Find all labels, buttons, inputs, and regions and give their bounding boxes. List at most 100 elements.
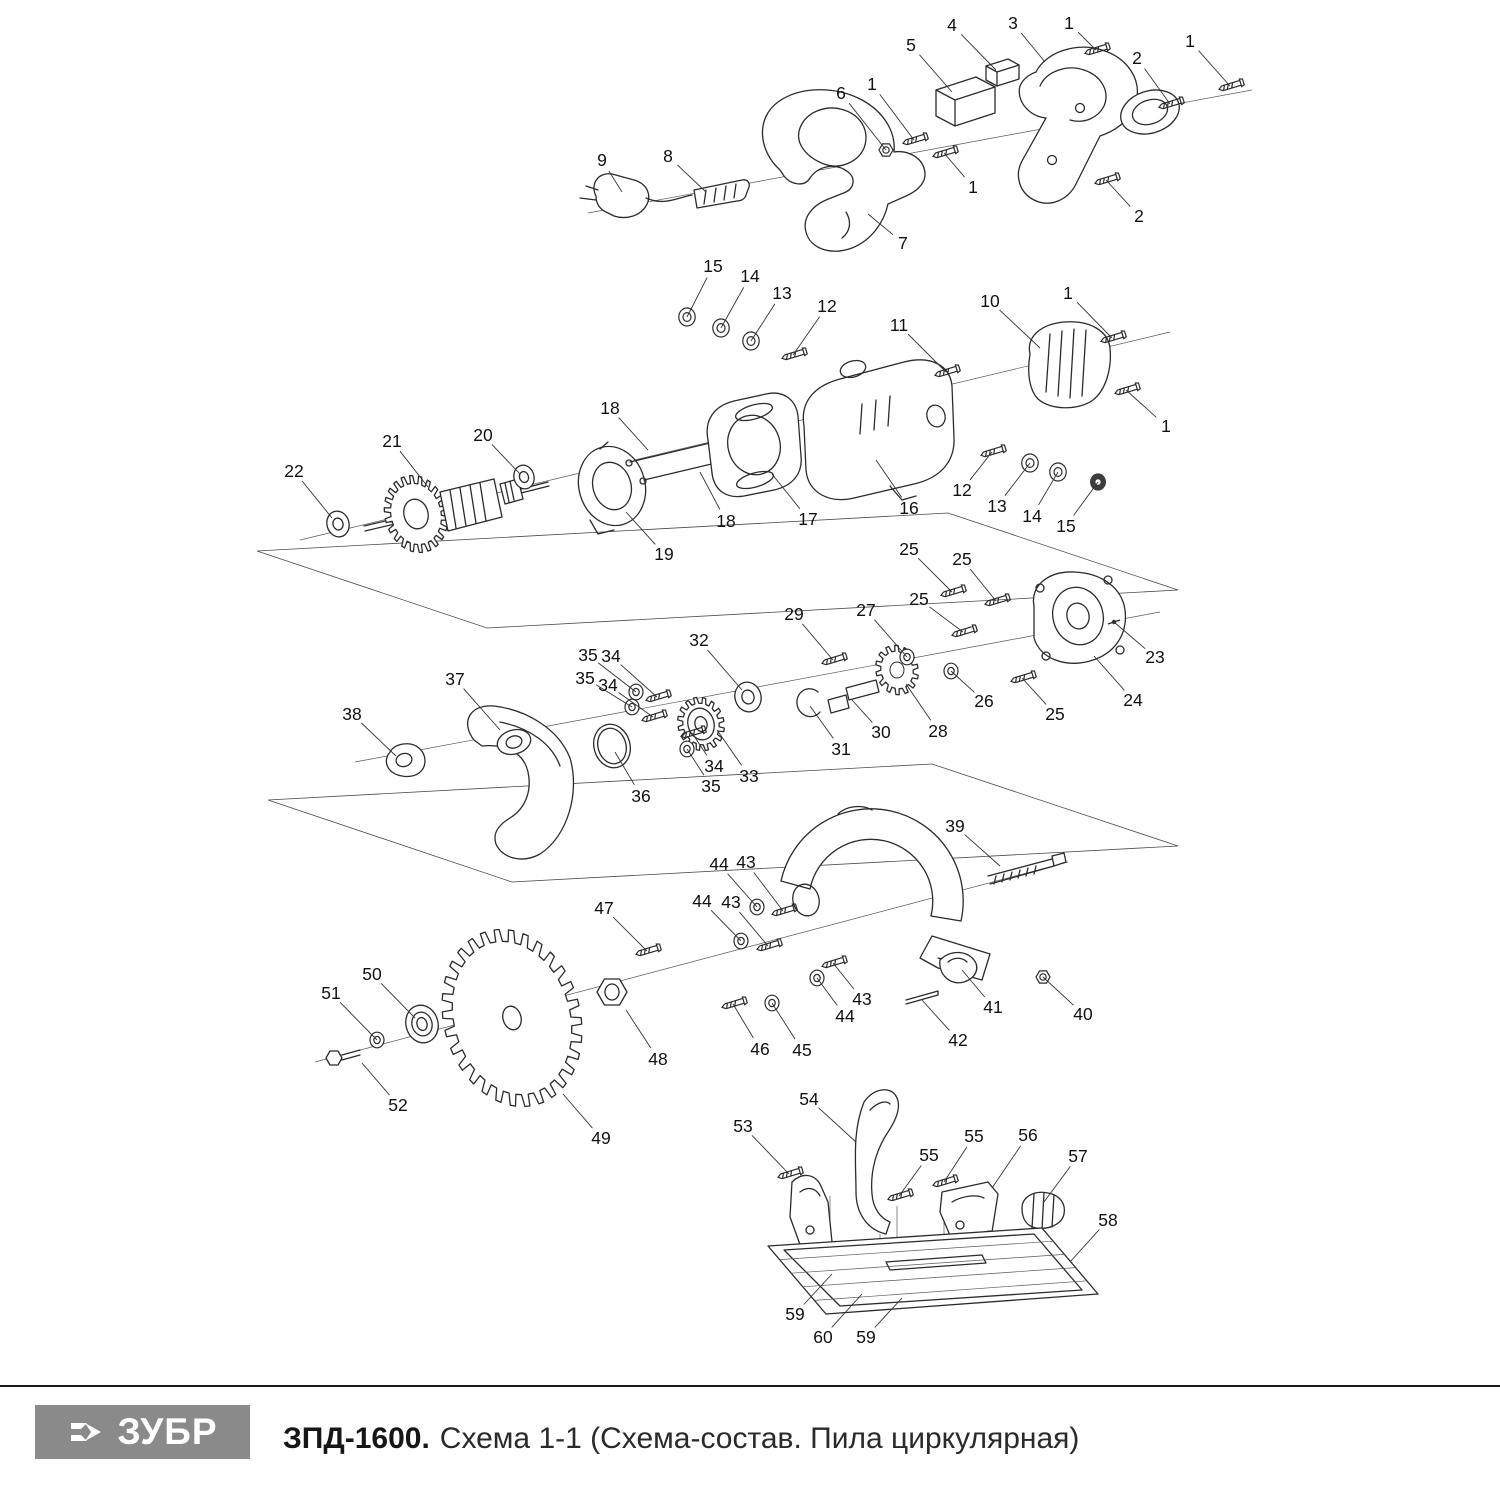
saw-blade-bore: [502, 1005, 522, 1031]
screw-part: [771, 903, 798, 917]
zubr-logo: ЗУБР: [35, 1405, 250, 1459]
guard-blade-assembly: [325, 805, 1067, 1108]
spindle-bearing: [734, 681, 762, 713]
plug-prongs: [579, 185, 599, 201]
bevel-bracket-slot: [799, 1187, 821, 1197]
screw-part: [984, 593, 1011, 607]
leader-line: [1125, 389, 1157, 418]
leader-line: [677, 164, 707, 193]
part-callout-number: 15: [1056, 516, 1075, 536]
outer-flange-nut: [596, 978, 628, 1006]
leader-line: [491, 444, 521, 475]
capacitor-edges: [935, 86, 996, 127]
screw-part: [635, 943, 662, 957]
leader-line: [612, 916, 648, 952]
section-plane-lower: [267, 763, 1179, 883]
part-callout-number: 28: [928, 721, 947, 741]
leader-line: [1021, 677, 1047, 705]
part-callout-number: 56: [1018, 1125, 1037, 1145]
screw-part: [932, 145, 959, 159]
leader-line: [832, 962, 855, 990]
handle-screw-boss: [1074, 102, 1086, 114]
leader-line: [803, 1273, 833, 1305]
lock-knob-grips: [1031, 1192, 1055, 1230]
leader-line: [1004, 462, 1031, 496]
zubr-logo-text: ЗУБР: [117, 1411, 218, 1452]
screw-part: [1114, 382, 1141, 396]
leader-line: [898, 1165, 922, 1197]
armature-core-laminations: [449, 482, 487, 529]
screw-part: [1158, 96, 1185, 110]
leader-line: [750, 303, 776, 342]
rear-bearing-inner: [332, 517, 344, 531]
saw-blade: [441, 928, 583, 1108]
leader-line: [614, 751, 635, 786]
gear-housing-bore: [1052, 586, 1104, 646]
depth-rod: [987, 852, 1067, 885]
footer-title-block: ЗУБР ЗПД-1600. Схема 1-1 (Схема-состав. …: [0, 1385, 1500, 1500]
guard-return-lever: [939, 951, 978, 984]
part-callout-number: 29: [784, 604, 803, 624]
guard-top-ridge: [837, 805, 873, 815]
part-callout-number: 53: [733, 1116, 752, 1136]
part-callout-number: 13: [772, 283, 791, 303]
leader-line: [905, 683, 932, 721]
leader-line: [943, 152, 965, 178]
screw-part: [932, 1174, 959, 1188]
hardware-glyphs: [369, 42, 1245, 1202]
leader-line: [686, 277, 708, 318]
leader-line: [463, 688, 501, 731]
screw-part: [1094, 172, 1121, 186]
quadrant-bracket-hole: [955, 1220, 965, 1230]
part-callout-number: 60: [813, 1327, 833, 1347]
fan-hub: [403, 498, 429, 530]
part-callout-number: 1: [1064, 13, 1074, 33]
part-callout-number: 1: [968, 177, 978, 197]
part-callout-number: 23: [1145, 647, 1164, 667]
part-callout-number: 12: [817, 296, 836, 316]
guard-spring-ring-bore: [395, 752, 413, 768]
leader-line: [875, 459, 902, 498]
part-callout-number: 22: [284, 461, 303, 481]
part-callout-number: 44: [835, 1006, 855, 1026]
leader-line: [1073, 481, 1099, 516]
section-plane-upper: [256, 512, 1179, 629]
gear-assembly: [385, 571, 1127, 860]
part-callout-number: 25: [909, 589, 928, 609]
part-callout-number: 35: [578, 645, 597, 665]
screw-part: [645, 689, 672, 703]
part-callout-number: 59: [856, 1327, 875, 1347]
armature-core: [439, 478, 503, 532]
leader-line: [921, 999, 950, 1031]
part-callout-number: 32: [689, 630, 708, 650]
leader-line: [691, 732, 708, 756]
screw-part: [902, 132, 929, 146]
brush-boss: [839, 359, 867, 379]
leader-line: [1198, 50, 1231, 87]
part-callout-number: 43: [721, 892, 740, 912]
housing-vents: [859, 395, 891, 435]
depth-lever-line: [869, 1101, 891, 1111]
screw-part: [934, 364, 961, 378]
leader-line: [818, 1107, 857, 1143]
part-callout-number: 11: [890, 315, 908, 335]
leader-line: [1093, 655, 1125, 691]
leader-line: [1105, 179, 1131, 207]
part-callout-number: 3: [1008, 13, 1018, 33]
part-callout-number: 46: [750, 1039, 769, 1059]
leader-line: [595, 684, 633, 708]
part-callout-number: 27: [856, 600, 875, 620]
gear-housing-lug: [1103, 575, 1113, 585]
inner-flange: [405, 1004, 439, 1044]
exploded-diagram: 4315121698127151413121110111820212219181…: [256, 13, 1253, 1347]
gear-housing-hub: [1066, 602, 1090, 630]
leader-line: [1020, 32, 1046, 63]
screw-part: [887, 1188, 914, 1202]
part-callout-number: 34: [704, 756, 724, 776]
part-callout-number: 25: [899, 539, 918, 559]
base-plate-ribs: [779, 1240, 1087, 1301]
screw-part: [1100, 330, 1127, 344]
part-callout-number: 24: [1123, 690, 1143, 710]
